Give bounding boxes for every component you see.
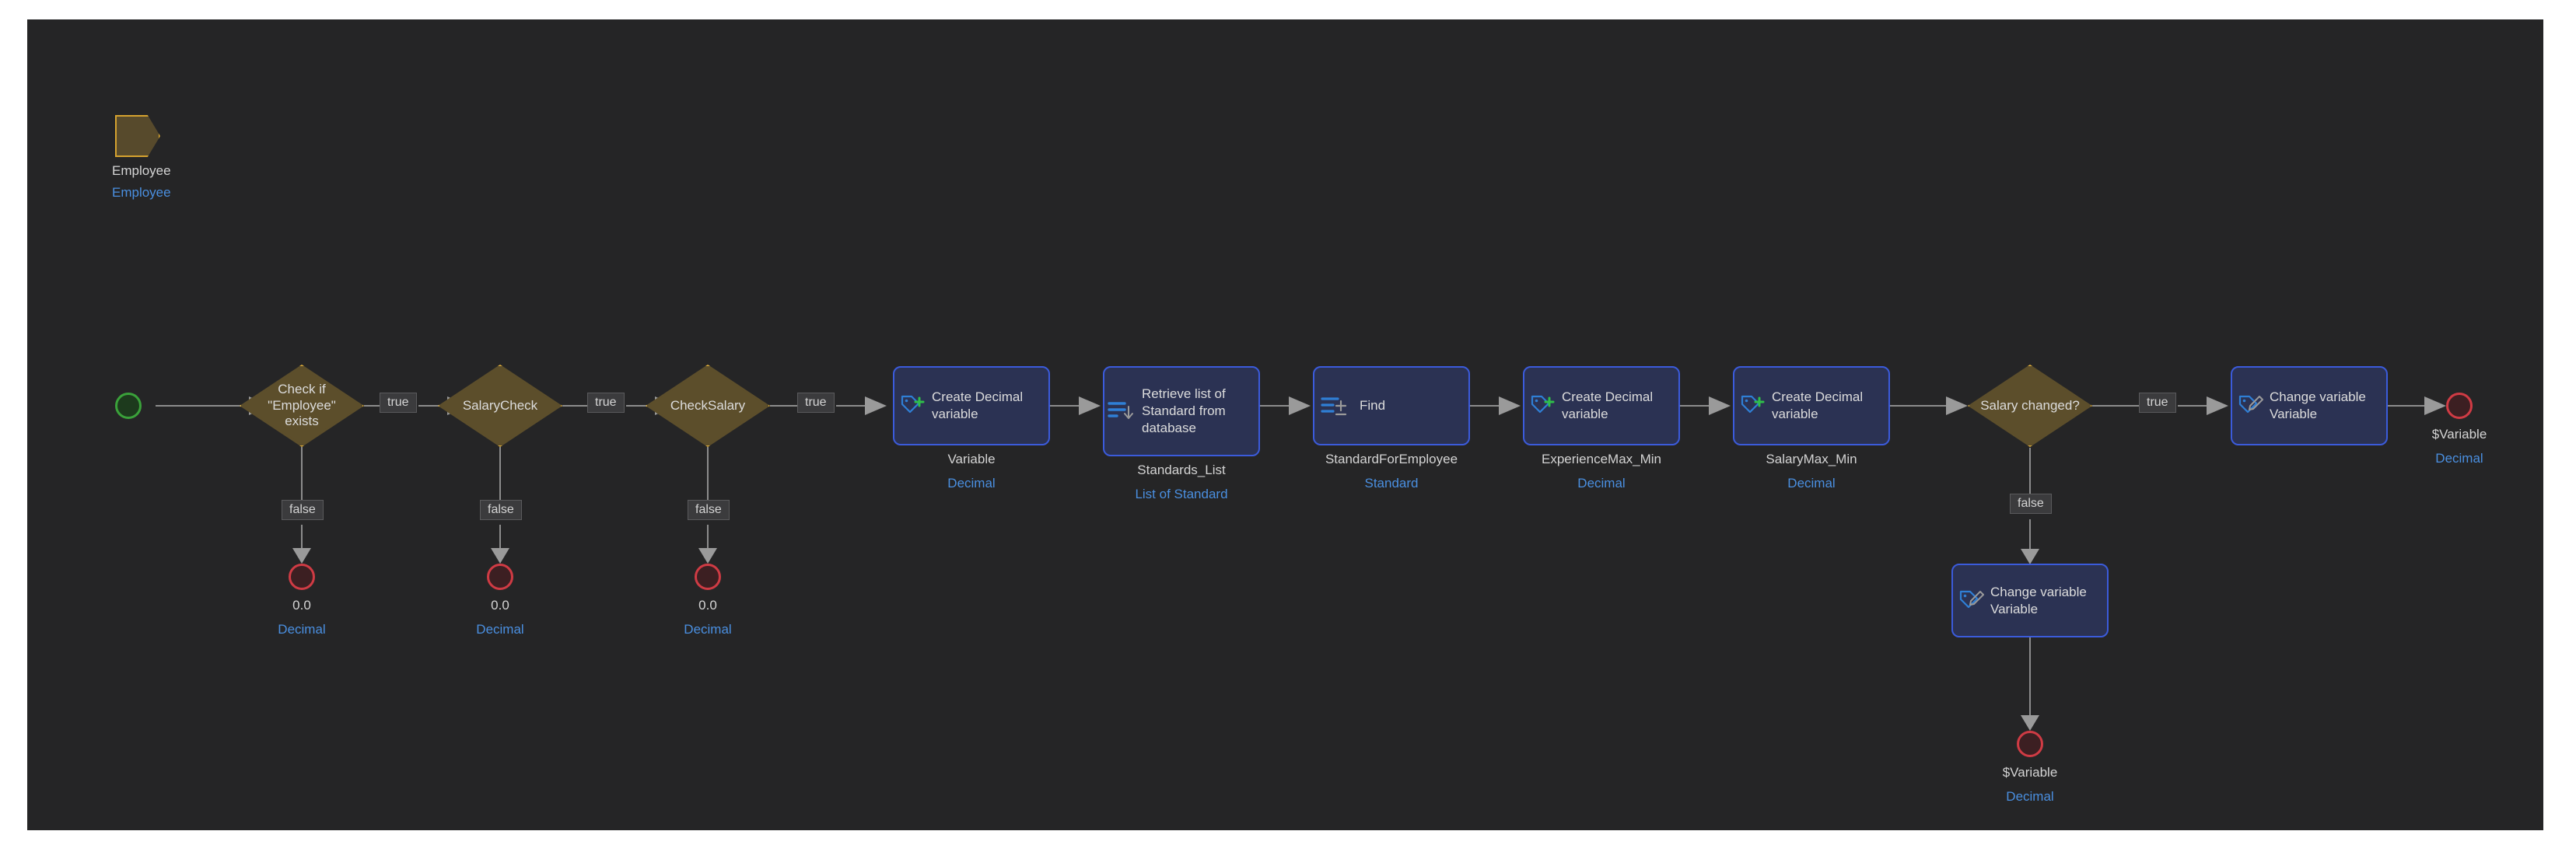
action-label: Create Decimal variable — [932, 389, 1024, 421]
end-type: Decimal — [2435, 451, 2483, 466]
end-type: Decimal — [476, 622, 524, 637]
decision-label: Check if "Employee" exists — [268, 381, 336, 429]
action-label: Find — [1360, 398, 1386, 414]
end-node-salary-changed-true[interactable] — [2446, 393, 2473, 419]
action-caption: Variable — [947, 452, 996, 466]
edge-label-true: true — [797, 393, 835, 413]
action-caption: ExperienceMax_Min — [1541, 452, 1661, 466]
action-caption: SalaryMax_Min — [1766, 452, 1857, 466]
end-type: Decimal — [2006, 789, 2054, 804]
trigger-pentagon-icon — [115, 115, 160, 157]
action-create-salary-max-min[interactable]: Create Decimal variable — [1733, 366, 1890, 445]
action-caption: StandardForEmployee — [1325, 452, 1458, 466]
start-node-icon[interactable] — [115, 393, 142, 419]
edge-label-false: false — [688, 500, 730, 520]
action-retrieve-standards-list[interactable]: Retrieve list of Standard from database — [1103, 366, 1260, 456]
action-change-variable-false[interactable]: Change variable Variable — [1951, 564, 2109, 637]
action-type: List of Standard — [1135, 487, 1228, 501]
action-change-variable-true[interactable]: Change variable Variable — [2231, 366, 2388, 445]
end-node-check-employee-false[interactable] — [289, 564, 315, 590]
decision-check-salary[interactable]: CheckSalary — [646, 365, 770, 447]
action-caption: Standards_List — [1137, 463, 1226, 477]
end-node-check-salary-false[interactable] — [695, 564, 721, 590]
action-find-standard[interactable]: Find — [1313, 366, 1470, 445]
tag-pencil-icon — [1953, 589, 1990, 613]
tag-plus-icon — [1734, 394, 1772, 417]
end-value: 0.0 — [698, 598, 717, 613]
action-label: Change variable Variable — [1990, 584, 2087, 616]
flow-canvas[interactable]: Employee Employee Check if "Employee" ex… — [27, 19, 2543, 830]
decision-label: SalaryCheck — [462, 397, 538, 413]
action-type: Decimal — [947, 476, 996, 491]
decision-label: Salary changed? — [1980, 397, 2080, 413]
action-create-variable[interactable]: Create Decimal variable — [893, 366, 1050, 445]
edge-label-false: false — [480, 500, 522, 520]
end-type: Decimal — [684, 622, 732, 637]
end-value: 0.0 — [292, 598, 311, 613]
decision-salary-check[interactable]: SalaryCheck — [438, 365, 562, 447]
decision-label: CheckSalary — [670, 397, 746, 413]
end-node-salary-changed-false[interactable] — [2017, 731, 2043, 757]
end-node-salary-check-false[interactable] — [487, 564, 513, 590]
action-create-experience-max-min[interactable]: Create Decimal variable — [1523, 366, 1680, 445]
edge-label-true: true — [2139, 393, 2176, 413]
action-type: Decimal — [1577, 476, 1626, 491]
action-label: Create Decimal variable — [1562, 389, 1654, 421]
end-type: Decimal — [278, 622, 326, 637]
edge-label-false: false — [2010, 494, 2052, 514]
trigger-type: Employee — [112, 185, 171, 200]
list-plus-icon — [1314, 393, 1360, 418]
trigger-name: Employee — [112, 163, 171, 178]
tag-pencil-icon — [2232, 394, 2270, 417]
list-down-icon — [1104, 399, 1142, 424]
end-value: $Variable — [2431, 427, 2487, 442]
end-value: 0.0 — [491, 598, 509, 613]
action-type: Decimal — [1787, 476, 1836, 491]
edge-layer — [156, 396, 2446, 731]
end-value: $Variable — [2002, 765, 2058, 780]
edge-label-true: true — [587, 393, 625, 413]
action-label: Create Decimal variable — [1772, 389, 1864, 421]
tag-plus-icon — [894, 394, 932, 417]
action-label: Retrieve list of Standard from database — [1142, 386, 1226, 435]
tag-plus-icon — [1524, 394, 1562, 417]
edge-label-true: true — [380, 393, 417, 413]
decision-salary-changed[interactable]: Salary changed? — [1968, 365, 2092, 447]
action-label: Change variable Variable — [2270, 389, 2366, 421]
action-type: Standard — [1364, 476, 1419, 491]
decision-check-employee-exists[interactable]: Check if "Employee" exists — [240, 365, 364, 447]
edge-label-false: false — [282, 500, 324, 520]
